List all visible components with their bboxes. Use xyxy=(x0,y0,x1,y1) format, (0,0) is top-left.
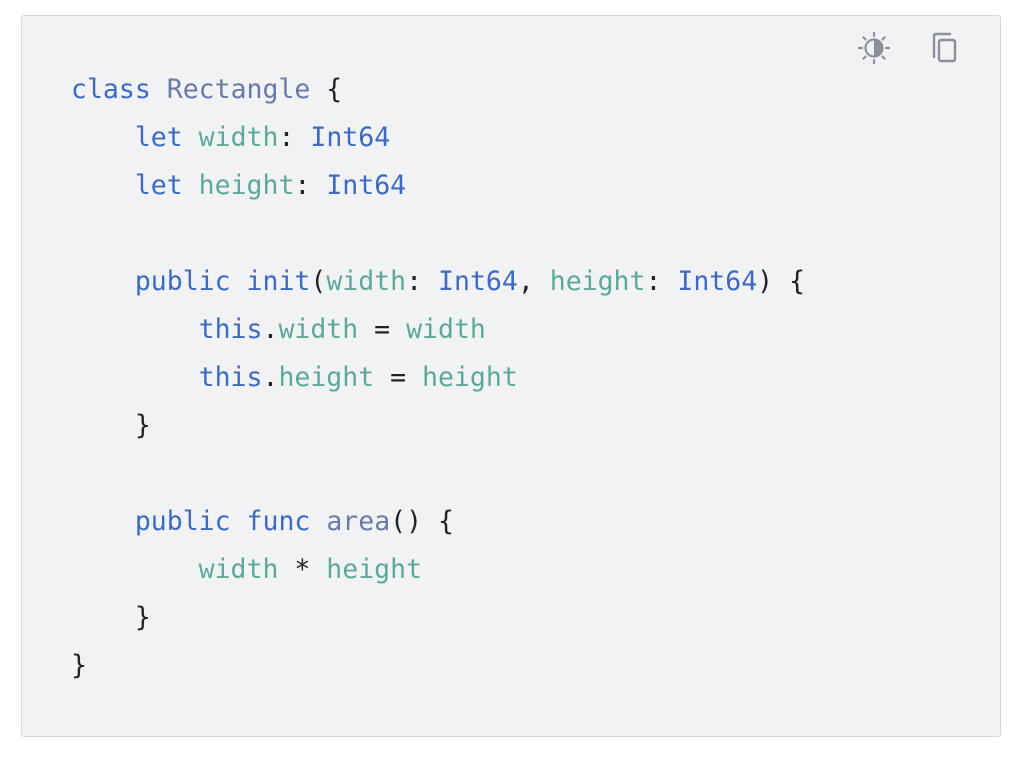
code-token-identifier: height xyxy=(198,170,295,201)
code-token-punctuation: } xyxy=(71,410,151,441)
code-line: this.height = height xyxy=(71,354,805,402)
code-token-punctuation xyxy=(71,170,135,201)
code-token-keyword: let xyxy=(134,122,183,153)
code-token-identifier: width xyxy=(406,314,486,345)
code-token-identifier: height xyxy=(549,266,646,297)
code-toolbar xyxy=(856,30,962,66)
code-token-keyword: this xyxy=(198,314,263,345)
code-token-punctuation xyxy=(71,506,135,537)
code-line: let height: Int64 xyxy=(71,162,805,210)
code-token-type: Int64 xyxy=(310,122,391,153)
code-line: this.width = width xyxy=(71,306,805,354)
code-line: } xyxy=(71,402,805,450)
code-token-keyword: let xyxy=(134,170,183,201)
code-token-keyword: this xyxy=(198,362,263,393)
code-token-punctuation: ) { xyxy=(757,266,806,297)
code-line: public init(width: Int64, height: Int64)… xyxy=(71,258,805,306)
code-block: class Rectangle { let width: Int64 let h… xyxy=(21,15,1001,737)
code-token-punctuation: , xyxy=(517,266,550,297)
code-token-punctuation xyxy=(71,314,199,345)
code-token-punctuation: : xyxy=(294,170,327,201)
code-line: class Rectangle { xyxy=(71,66,805,114)
code-token-punctuation xyxy=(151,74,167,105)
code-token-punctuation xyxy=(231,506,247,537)
code-token-punctuation: . xyxy=(262,314,279,345)
code-token-punctuation: : xyxy=(406,266,439,297)
code-token-identifier: height xyxy=(278,362,375,393)
code-token-keyword: init xyxy=(246,266,311,297)
code-token-punctuation xyxy=(183,122,199,153)
code-token-identifier: width xyxy=(326,266,407,297)
code-token-identifier: width xyxy=(198,122,279,153)
code-token-punctuation: { xyxy=(310,74,343,105)
code-token-class-name: Rectangle xyxy=(166,74,311,105)
code-line: width * height xyxy=(71,546,805,594)
code-token-identifier: width xyxy=(278,314,359,345)
code-content: class Rectangle { let width: Int64 let h… xyxy=(71,66,805,690)
code-line: let width: Int64 xyxy=(71,114,805,162)
code-token-punctuation: = xyxy=(374,362,423,393)
code-token-keyword: public xyxy=(134,506,231,537)
code-line: } xyxy=(71,594,805,642)
code-token-identifier: height xyxy=(422,362,518,393)
code-token-keyword: public xyxy=(134,266,231,297)
code-token-punctuation: * xyxy=(278,554,327,585)
code-token-punctuation: } xyxy=(71,650,87,681)
code-token-type: Int64 xyxy=(438,266,518,297)
code-token-punctuation: . xyxy=(262,362,279,393)
code-line: } xyxy=(71,642,805,690)
code-token-punctuation: : xyxy=(278,122,311,153)
code-token-keyword: class xyxy=(71,74,151,105)
contrast-icon xyxy=(857,31,891,65)
code-token-punctuation xyxy=(71,122,135,153)
code-token-identifier: width xyxy=(198,554,279,585)
code-token-punctuation xyxy=(71,362,199,393)
code-token-punctuation xyxy=(231,266,247,297)
code-token-punctuation: = xyxy=(358,314,407,345)
code-token-punctuation xyxy=(71,266,135,297)
code-token-keyword: func xyxy=(246,506,311,537)
code-token-identifier: height xyxy=(326,554,423,585)
code-token-type: Int64 xyxy=(677,266,758,297)
code-token-punctuation xyxy=(71,554,199,585)
code-line xyxy=(71,450,805,498)
code-token-type: Int64 xyxy=(326,170,407,201)
code-token-punctuation xyxy=(310,506,326,537)
code-token-punctuation: () { xyxy=(390,506,454,537)
code-line: public func area() { xyxy=(71,498,805,546)
code-token-punctuation: ( xyxy=(310,266,327,297)
code-token-punctuation: : xyxy=(645,266,678,297)
code-token-punctuation: } xyxy=(71,602,151,633)
theme-toggle-button[interactable] xyxy=(856,30,892,66)
code-token-function-name: area xyxy=(326,506,391,537)
code-token-punctuation xyxy=(183,170,199,201)
code-line xyxy=(71,210,805,258)
copy-icon xyxy=(932,32,957,63)
copy-button[interactable] xyxy=(926,30,962,66)
